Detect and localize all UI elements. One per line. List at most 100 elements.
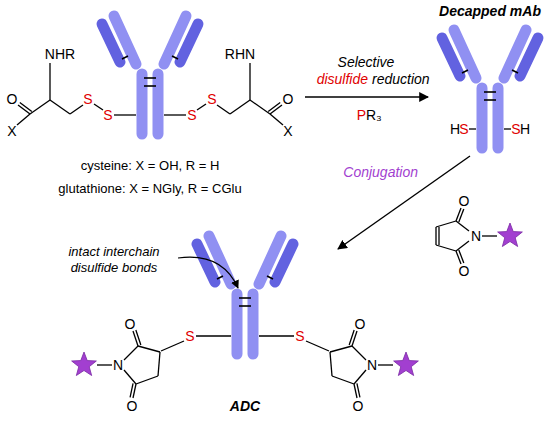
bond-line	[306, 341, 329, 351]
condition-text: Conjugation	[343, 165, 418, 180]
bond-line	[124, 346, 138, 360]
interchain-disulfide	[267, 276, 273, 279]
reagent-label: R₃	[366, 108, 382, 123]
bond-line	[330, 346, 352, 352]
bond-line	[378, 364, 393, 365]
atom-label: S	[459, 122, 468, 137]
bond-line	[469, 128, 476, 129]
interchain-disulfide	[239, 305, 251, 307]
bond-line	[196, 335, 231, 336]
atom-label: O	[283, 92, 294, 107]
interchain-disulfide	[239, 297, 251, 299]
bond-line	[352, 346, 366, 360]
bond-line	[504, 128, 511, 129]
atom-label: O	[125, 317, 136, 332]
callout-note: intact interchain disulfide bonds	[52, 244, 176, 275]
bond-line	[456, 221, 469, 231]
bond-line	[217, 105, 230, 114]
interchain-disulfide	[484, 91, 496, 93]
double-bond	[130, 383, 133, 397]
atom-label: O	[7, 92, 18, 107]
bond-line	[354, 370, 366, 384]
bond-line	[94, 104, 103, 110]
caption-text: glutathione: X = NGly, R = CGlu	[58, 182, 241, 196]
atom-label: O	[355, 317, 366, 332]
antibody-chain	[275, 244, 293, 282]
bond-line	[330, 352, 332, 376]
double-bond	[354, 384, 357, 398]
atom-label: N	[367, 358, 377, 373]
title-label: Decapped mAb	[439, 4, 541, 19]
atom-label: X	[283, 124, 292, 139]
atom-label: N	[113, 358, 123, 373]
antibody-shape	[102, 16, 198, 134]
double-bond	[20, 103, 32, 112]
condition-text: reduction	[372, 72, 430, 87]
payload-star	[72, 352, 97, 376]
interchain-disulfide	[512, 70, 518, 73]
double-bond	[459, 209, 464, 222]
antibody-shape	[442, 30, 538, 148]
antibody-chain	[248, 294, 259, 354]
atom-label: S	[511, 122, 520, 137]
bond-line	[161, 341, 184, 351]
bond-line	[250, 100, 270, 114]
atom-label: NHR	[45, 47, 75, 62]
atom-label: S	[185, 329, 194, 344]
atom-label: N	[471, 229, 481, 244]
atom-label: O	[459, 194, 470, 209]
atom-label: O	[459, 264, 470, 279]
atom-label: S	[295, 329, 304, 344]
interchain-disulfide	[172, 56, 178, 59]
condition-text: Selective	[338, 55, 395, 70]
atom-label: S	[83, 92, 92, 107]
bond-line	[164, 114, 186, 115]
interchain-disulfide	[462, 70, 468, 73]
antibody-chain	[493, 88, 504, 148]
atom-label: S	[187, 108, 196, 123]
reagent-label: P	[357, 108, 366, 123]
bond-line	[50, 100, 70, 114]
payload-star	[394, 352, 419, 376]
interchain-disulfide	[144, 85, 156, 87]
atom-label: H	[520, 122, 530, 137]
atom-label: X	[7, 124, 16, 139]
atom-label: O	[127, 399, 138, 414]
bond-line	[270, 114, 283, 125]
bond-line	[30, 100, 50, 114]
interchain-disulfide	[484, 99, 496, 101]
antibody-chain	[442, 38, 460, 76]
double-bond	[357, 383, 360, 397]
double-bond	[136, 330, 141, 345]
atom-label: O	[353, 399, 364, 414]
interchain-disulfide	[217, 276, 223, 279]
interchain-disulfide	[144, 77, 156, 79]
double-bond	[268, 103, 280, 112]
double-bond	[133, 384, 136, 398]
atom-label: H	[450, 122, 460, 137]
atom-label: S	[103, 108, 112, 123]
antibody-chain	[477, 88, 488, 148]
bond-line	[49, 63, 50, 100]
reaction-arrow	[305, 96, 428, 97]
double-bond	[459, 250, 464, 263]
antibody-chain	[197, 244, 215, 282]
atom-label: RHN	[225, 47, 255, 62]
bond-line	[249, 63, 250, 100]
bond-line	[138, 346, 160, 352]
antibody-chain	[232, 294, 243, 354]
double-bond	[435, 227, 436, 245]
caption-text: cysteine: X = OH, R = H	[81, 159, 220, 173]
antibody-chain	[137, 74, 148, 134]
antibody-chain	[102, 24, 120, 62]
payload-star	[498, 223, 523, 247]
bond-line	[124, 370, 136, 384]
bond-line	[197, 104, 206, 110]
antibody-chain	[153, 74, 164, 134]
interchain-disulfide	[122, 56, 128, 59]
bond-line	[482, 235, 497, 236]
leader-arrow	[178, 257, 238, 288]
bond-line	[436, 245, 456, 251]
bond-line	[436, 221, 456, 227]
